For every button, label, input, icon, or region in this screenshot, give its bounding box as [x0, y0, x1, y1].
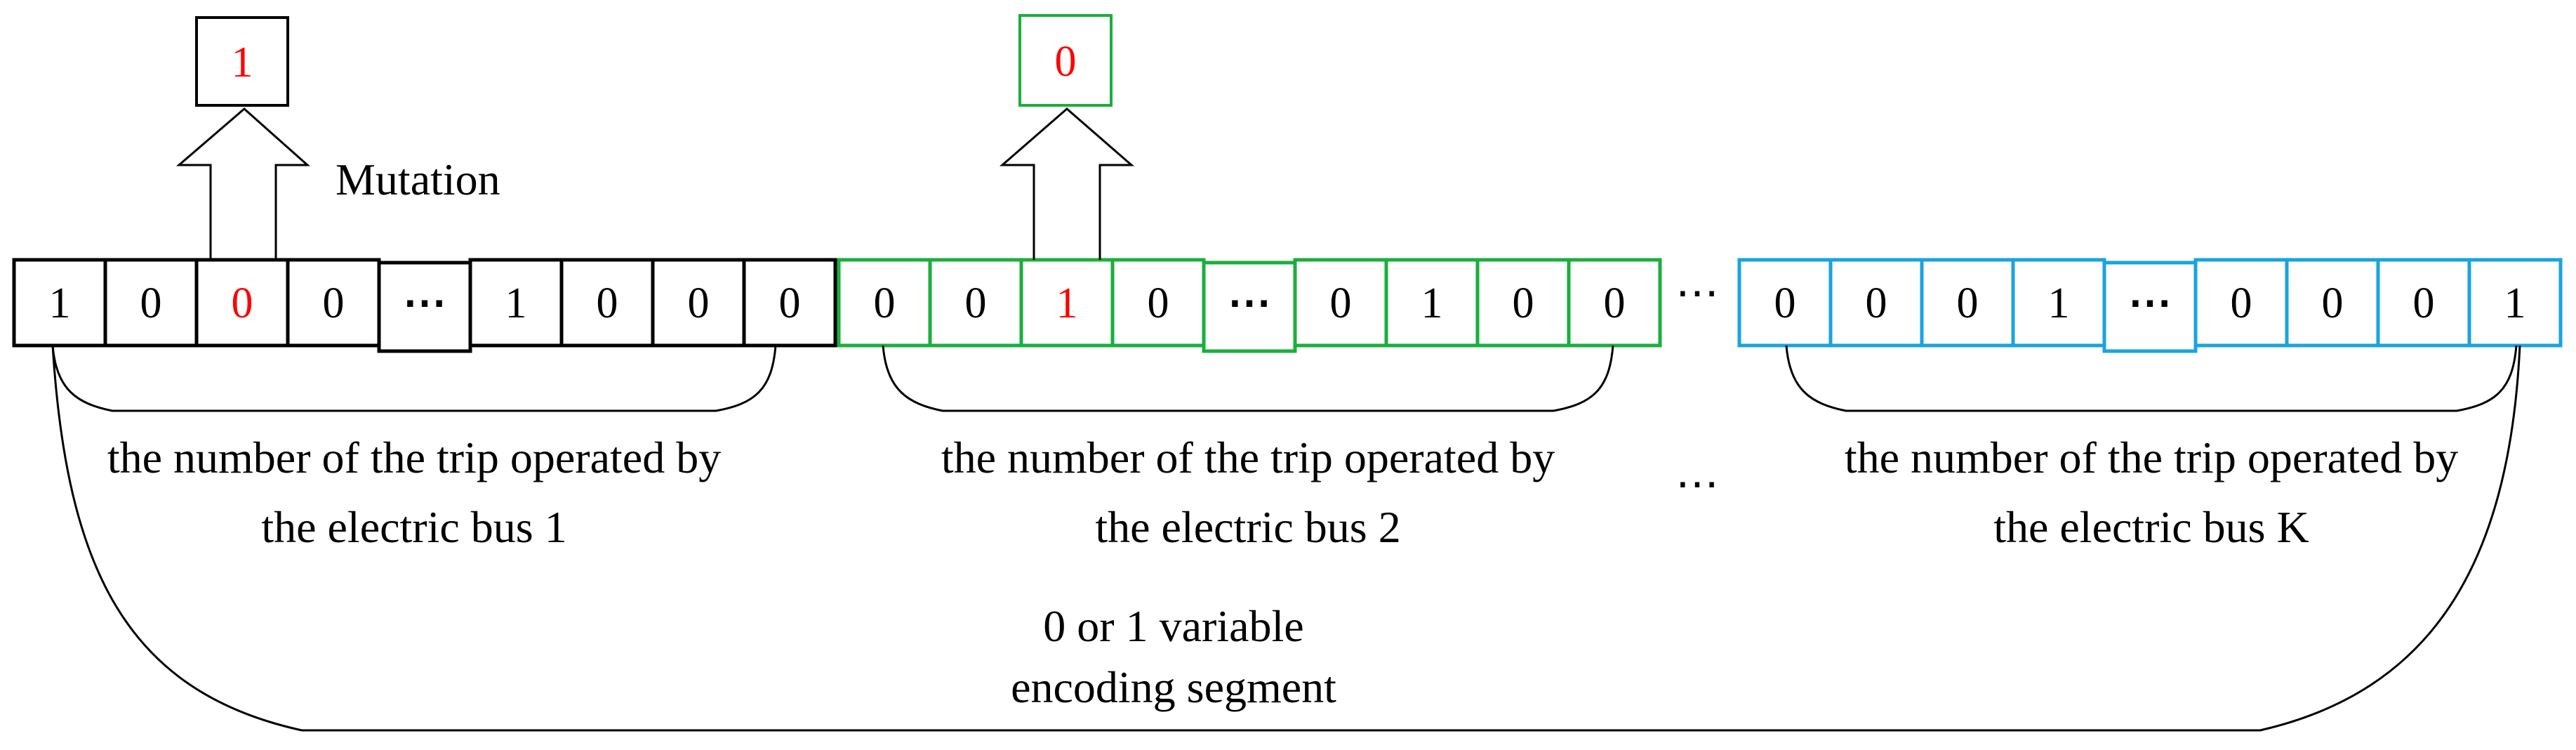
- cell-gene-value: 0: [1148, 279, 1169, 327]
- cell-gene-value: 0: [1957, 279, 1979, 327]
- cell-gene-value: 1: [1056, 279, 1078, 327]
- segment-braces: [51, 345, 2518, 412]
- cell-gene-value: 0: [1604, 279, 1626, 327]
- cell-gene-value: 0: [965, 279, 987, 327]
- cell-box: [1567, 258, 1662, 348]
- cell-gene-value: 0: [1866, 279, 1887, 327]
- mutation-result-box-2: [1018, 14, 1113, 107]
- cell-ellipsis: ⋯: [403, 279, 446, 327]
- cell-gene-value: 0: [1330, 279, 1352, 327]
- cell-gene-value: 0: [779, 279, 801, 327]
- encoding-label-line1: 0 or 1 variable: [1043, 601, 1303, 651]
- cell-gene-value: 0: [232, 279, 253, 327]
- cell-gene-value: 1: [1421, 279, 1443, 327]
- segment-label-2-line2: the electric bus 2: [1095, 502, 1400, 552]
- cell-gene-value: 0: [2322, 279, 2344, 327]
- mutation-label: Mutation: [336, 154, 500, 204]
- cell-gene-value: 0: [323, 279, 345, 327]
- cell-gene-value: 0: [1513, 279, 1534, 327]
- cell-ellipsis: ⋯: [2128, 279, 2172, 327]
- segment-label-k-line1: the number of the trip operated by: [1845, 433, 2458, 482]
- segment-gap-ellipsis: ⋯: [1675, 270, 1719, 317]
- segment-busK: 0 0 0 1 ⋯ 0 0 0 1: [1737, 258, 2563, 353]
- segment-bus1: 1 0 0 0 ⋯ 1 0 0 0: [12, 258, 837, 353]
- segment-bus2: 0 0 1 0 ⋯ 0 1 0 0: [837, 258, 1662, 353]
- chromosome-cells: 1 0 0 0 ⋯ 1 0 0 0 0 0 1 0 ⋯ 0 1 0 0 0 0 0 1 ⋯ 0 0 0 1: [12, 258, 2563, 353]
- encoding-label-line2: encoding segment: [1011, 662, 1336, 712]
- mutation-arrow-1: 1: [175, 16, 310, 260]
- cell-gene-value: 1: [505, 279, 527, 327]
- mutation-result-value-1: 1: [232, 39, 253, 86]
- cell-gene-value: 1: [2504, 279, 2526, 327]
- segment-brace-2: [882, 345, 1614, 412]
- cell-gene-value: 1: [2048, 279, 2070, 327]
- encoding-segment-brace: [51, 345, 2521, 732]
- cell-gene-value: 0: [2231, 279, 2252, 327]
- segment-label-1-line1: the number of the trip operated by: [107, 433, 721, 482]
- mutation-result-box-1: [195, 16, 289, 107]
- cell-gene-value: 0: [874, 279, 896, 327]
- cell-gene-value: 0: [1774, 279, 1796, 327]
- segment-brace-1: [51, 345, 777, 412]
- cell-gene-value: 0: [597, 279, 618, 327]
- mutation-arrow-2: 0: [999, 14, 1135, 260]
- segment-label-1-line2: the electric bus 1: [261, 502, 566, 552]
- cell-ellipsis: ⋯: [1228, 279, 1271, 327]
- cell-box: [2467, 258, 2563, 348]
- segment-label-ellipsis: ⋯: [1675, 461, 1719, 508]
- segment-label-2-line1: the number of the trip operated by: [941, 433, 1555, 482]
- cell-gene-value: 0: [688, 279, 710, 327]
- segment-label-k-line2: the electric bus K: [1993, 502, 2309, 552]
- cell-gene-value: 0: [140, 279, 162, 327]
- mutation-result-value-2: 0: [1055, 38, 1077, 86]
- segment-brace-k: [1785, 345, 2518, 412]
- cell-gene-value: 0: [2413, 279, 2435, 327]
- cell-box: [742, 258, 837, 348]
- cell-gene-value: 1: [49, 279, 71, 327]
